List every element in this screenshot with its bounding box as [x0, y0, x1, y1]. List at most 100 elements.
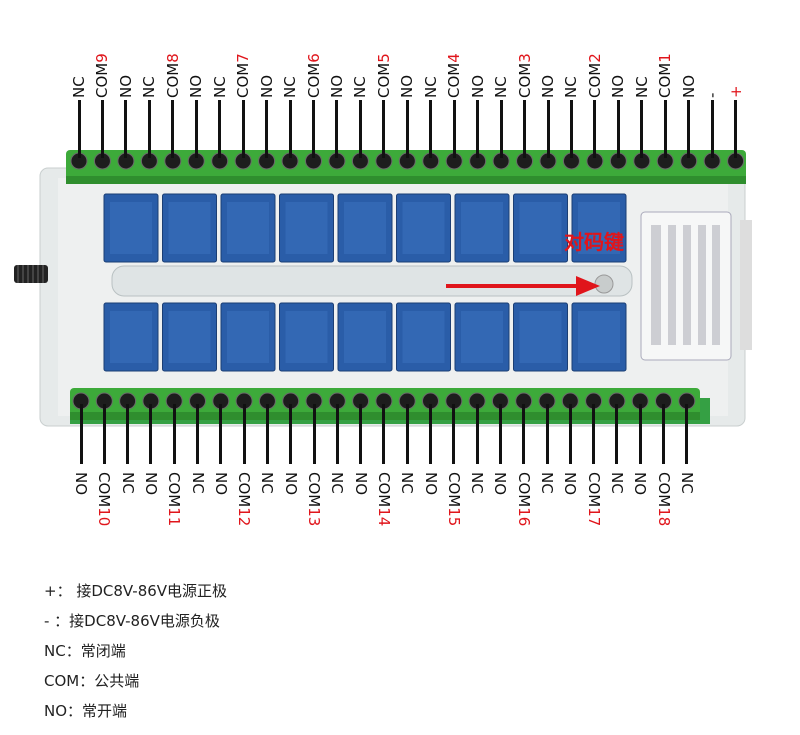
terminal-number: 10: [95, 507, 114, 527]
terminal-wire: [734, 100, 738, 158]
terminal-name: NO: [561, 472, 580, 496]
bottom-terminal-label: NC: [538, 472, 556, 494]
terminal-wire: [147, 100, 151, 158]
bottom-terminal-label: COM14: [374, 472, 393, 527]
bottom-terminal-label: NO: [212, 472, 230, 495]
terminal-wire: [476, 100, 480, 158]
bottom-terminal-label: COM11: [165, 472, 184, 527]
terminal-name: NC: [421, 76, 440, 98]
top-terminal-label: COM2: [586, 53, 604, 98]
terminal-wire: [218, 100, 222, 158]
terminal-wire: [265, 404, 269, 464]
terminal-wire: [242, 404, 246, 464]
terminal-wire: [289, 404, 293, 464]
terminal-number: 16: [514, 507, 533, 527]
terminal-name: NO: [491, 472, 510, 496]
bottom-terminal-label: COM18: [654, 472, 673, 526]
terminal-wire: [545, 404, 549, 464]
terminal-number: 6: [304, 53, 323, 63]
terminal-number: 8: [163, 53, 182, 63]
terminal-name: NC: [468, 472, 487, 494]
top-terminal-label: COM7: [234, 53, 253, 98]
legend-nc: NC：常闭端: [44, 642, 126, 660]
terminal-name: NO: [539, 74, 557, 98]
terminal-wire: [100, 100, 104, 158]
terminal-name: COM: [234, 62, 253, 98]
terminal-name: COM: [584, 472, 603, 508]
terminal-wire: [638, 404, 642, 464]
top-terminal-label: NO: [398, 75, 416, 98]
terminal-wire: [382, 404, 386, 464]
terminal-name: NC: [281, 76, 300, 98]
center-slot: [111, 265, 633, 297]
terminal-name: NO: [141, 472, 160, 496]
terminal-wire: [452, 100, 456, 158]
bottom-terminal-label: COM17: [584, 472, 603, 527]
bottom-terminal-label: NO: [631, 472, 649, 495]
top-terminal-label: COM1: [656, 53, 674, 98]
terminal-number: 17: [584, 507, 603, 527]
terminal-wire: [126, 404, 130, 464]
bottom-terminal-label: NO: [491, 472, 510, 496]
bottom-terminal-label: COM15: [445, 472, 463, 526]
terminal-name: NC: [258, 472, 277, 494]
product-label: [640, 211, 732, 361]
terminal-name: COM: [165, 472, 184, 508]
top-terminal-label: COM6: [304, 53, 323, 98]
terminal-number: 4: [445, 53, 464, 63]
terminal-wire: [429, 100, 433, 158]
terminal-wire: [662, 404, 665, 464]
terminal-number: 11: [165, 507, 184, 527]
terminal-wire: [194, 100, 198, 158]
top-terminal-label: NO: [116, 74, 135, 98]
terminal-wire: [335, 100, 339, 158]
terminal-name: NC: [398, 472, 417, 494]
bottom-terminal-label: NO: [561, 472, 580, 496]
terminal-wire: [171, 100, 175, 158]
terminal-wire: [429, 404, 432, 464]
bottom-terminal-label: NC: [678, 472, 696, 494]
terminal-name: COM: [374, 62, 393, 98]
terminal-number: 14: [374, 507, 393, 527]
top-terminal-label: NO: [680, 75, 698, 98]
top-terminal-label: NC: [211, 76, 229, 98]
terminal-name: COM: [235, 472, 254, 508]
terminal-wire: [79, 404, 83, 464]
terminal-wire: [522, 404, 526, 464]
top-terminal-label: NO: [609, 74, 628, 98]
terminal-name: NO: [187, 74, 206, 98]
terminal-wire: [102, 404, 106, 464]
terminal-name: NO: [116, 74, 135, 98]
terminal-name: NC: [328, 472, 347, 494]
terminal-name: NO: [609, 74, 628, 98]
terminal-name: NC: [118, 472, 137, 494]
terminal-wire: [149, 404, 153, 464]
terminal-name: NO: [281, 472, 300, 496]
terminal-name: COM: [654, 472, 673, 508]
top-terminal-label: NC: [633, 76, 651, 98]
terminal-name: COM: [445, 62, 464, 98]
terminal-number: 3: [515, 53, 534, 63]
top-terminal-label: NC: [492, 76, 510, 98]
terminal-wire: [498, 404, 502, 464]
terminal-name: COM: [514, 472, 533, 508]
terminal-wire: [124, 100, 128, 158]
bottom-terminal-label: NC: [608, 472, 626, 494]
terminal-name: COM: [304, 62, 323, 98]
terminal-name: NC: [538, 472, 556, 494]
terminal-wire: [616, 100, 620, 158]
bottom-terminal-label: COM12: [235, 472, 254, 526]
bottom-terminal-label: NO: [422, 472, 440, 495]
terminal-wire: [382, 100, 386, 158]
antenna-spring-icon: [14, 265, 48, 283]
top-terminal-label: COM5: [374, 53, 393, 98]
terminal-wire: [288, 100, 292, 158]
terminal-wire: [569, 100, 573, 158]
top-terminal-label: COM8: [163, 53, 182, 98]
top-terminal-label: NC: [351, 76, 369, 98]
terminal-wire: [523, 100, 527, 158]
terminal-number: +: [726, 85, 745, 98]
bottom-terminal-label: NO: [281, 472, 300, 496]
terminal-name: -: [703, 92, 722, 98]
terminal-name: COM: [95, 472, 114, 508]
